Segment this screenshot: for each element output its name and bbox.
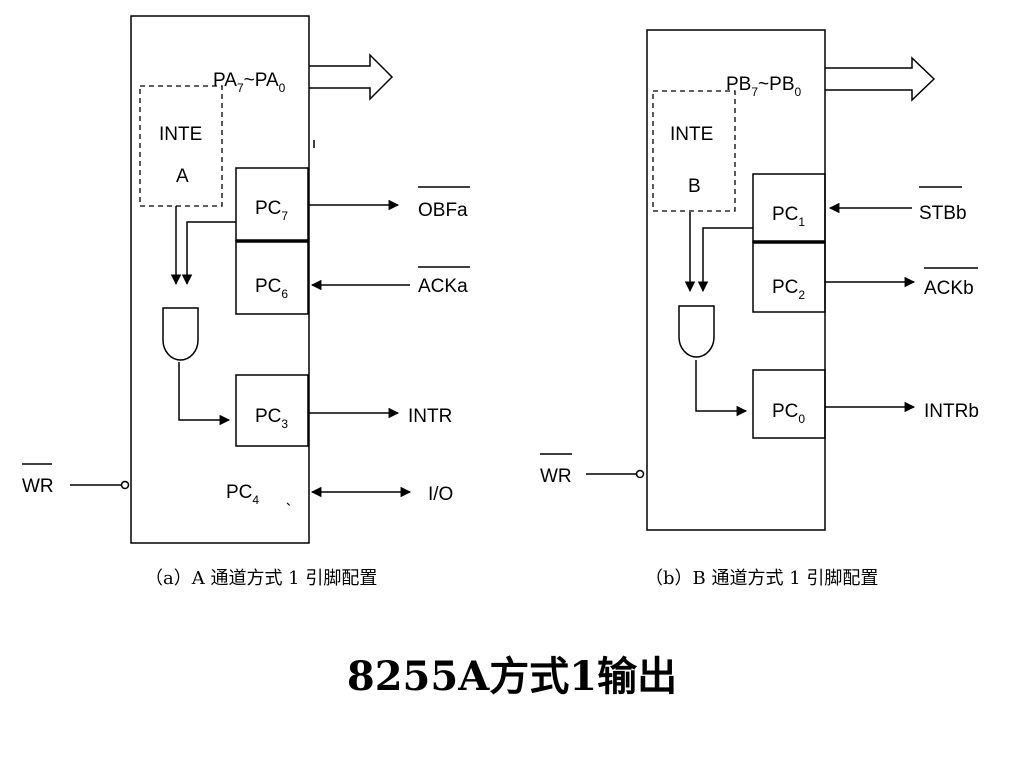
pc6-label: PC6 (255, 276, 288, 301)
wr-b-label: WR (540, 466, 572, 487)
pc2-label: PC2 (772, 277, 805, 302)
and-gate-a (162, 307, 199, 361)
acka-signal: ACKa (418, 276, 468, 297)
port-a-bus-arrow (309, 53, 394, 101)
pc7-label: PC7 (255, 198, 288, 223)
and-gate-b (678, 305, 715, 358)
pc3-label: PC3 (255, 406, 288, 431)
port-b-label: PB7~PB0 (726, 74, 802, 99)
inte-a-box (139, 85, 223, 207)
stbb-signal: STBb (919, 203, 967, 224)
inte-b-line2: B (688, 176, 701, 197)
inte-b-line1: INTE (670, 124, 713, 145)
ackb-signal: ACKb (924, 278, 974, 299)
intr-signal: INTR (408, 406, 452, 427)
pc6-box (235, 240, 309, 315)
port-b-bus-arrow (825, 56, 936, 102)
inte-a-line1: INTE (159, 124, 202, 145)
io-signal: I/O (428, 484, 453, 505)
pc3-box (235, 374, 309, 447)
pc1-label: PC1 (772, 204, 805, 229)
caption-a: （a）A 通道方式 1 引脚配置 (145, 568, 377, 589)
diagram-b: PB7~PB0 INTE B PC1 STBb PC2 ACKb PC0 INT… (540, 29, 979, 589)
wr-b-bubble (635, 469, 645, 479)
pc4-label: PC4 (226, 482, 259, 507)
pc0-label: PC0 (772, 401, 805, 426)
pc2-box (752, 241, 826, 313)
diagram-a: PA7~PA0 INTE A PC7 OBFa PC6 ACKa PC3 INT… (22, 15, 470, 589)
chip-body-a (130, 15, 310, 544)
wr-a-bubble (120, 480, 130, 490)
obfa-signal: OBFa (418, 200, 468, 221)
port-a-label: PA7~PA0 (213, 70, 286, 95)
intrb-signal: INTRb (924, 401, 979, 422)
inte-b-box (652, 90, 736, 212)
page-title: 8255A方式1输出 (347, 653, 677, 700)
caption-b: （b）B 通道方式 1 引脚配置 (645, 568, 878, 589)
pc0-box (752, 369, 826, 439)
inte-a-line2: A (176, 166, 189, 187)
wr-a-label: WR (22, 476, 54, 497)
svg-text:、: 、 (286, 494, 298, 508)
